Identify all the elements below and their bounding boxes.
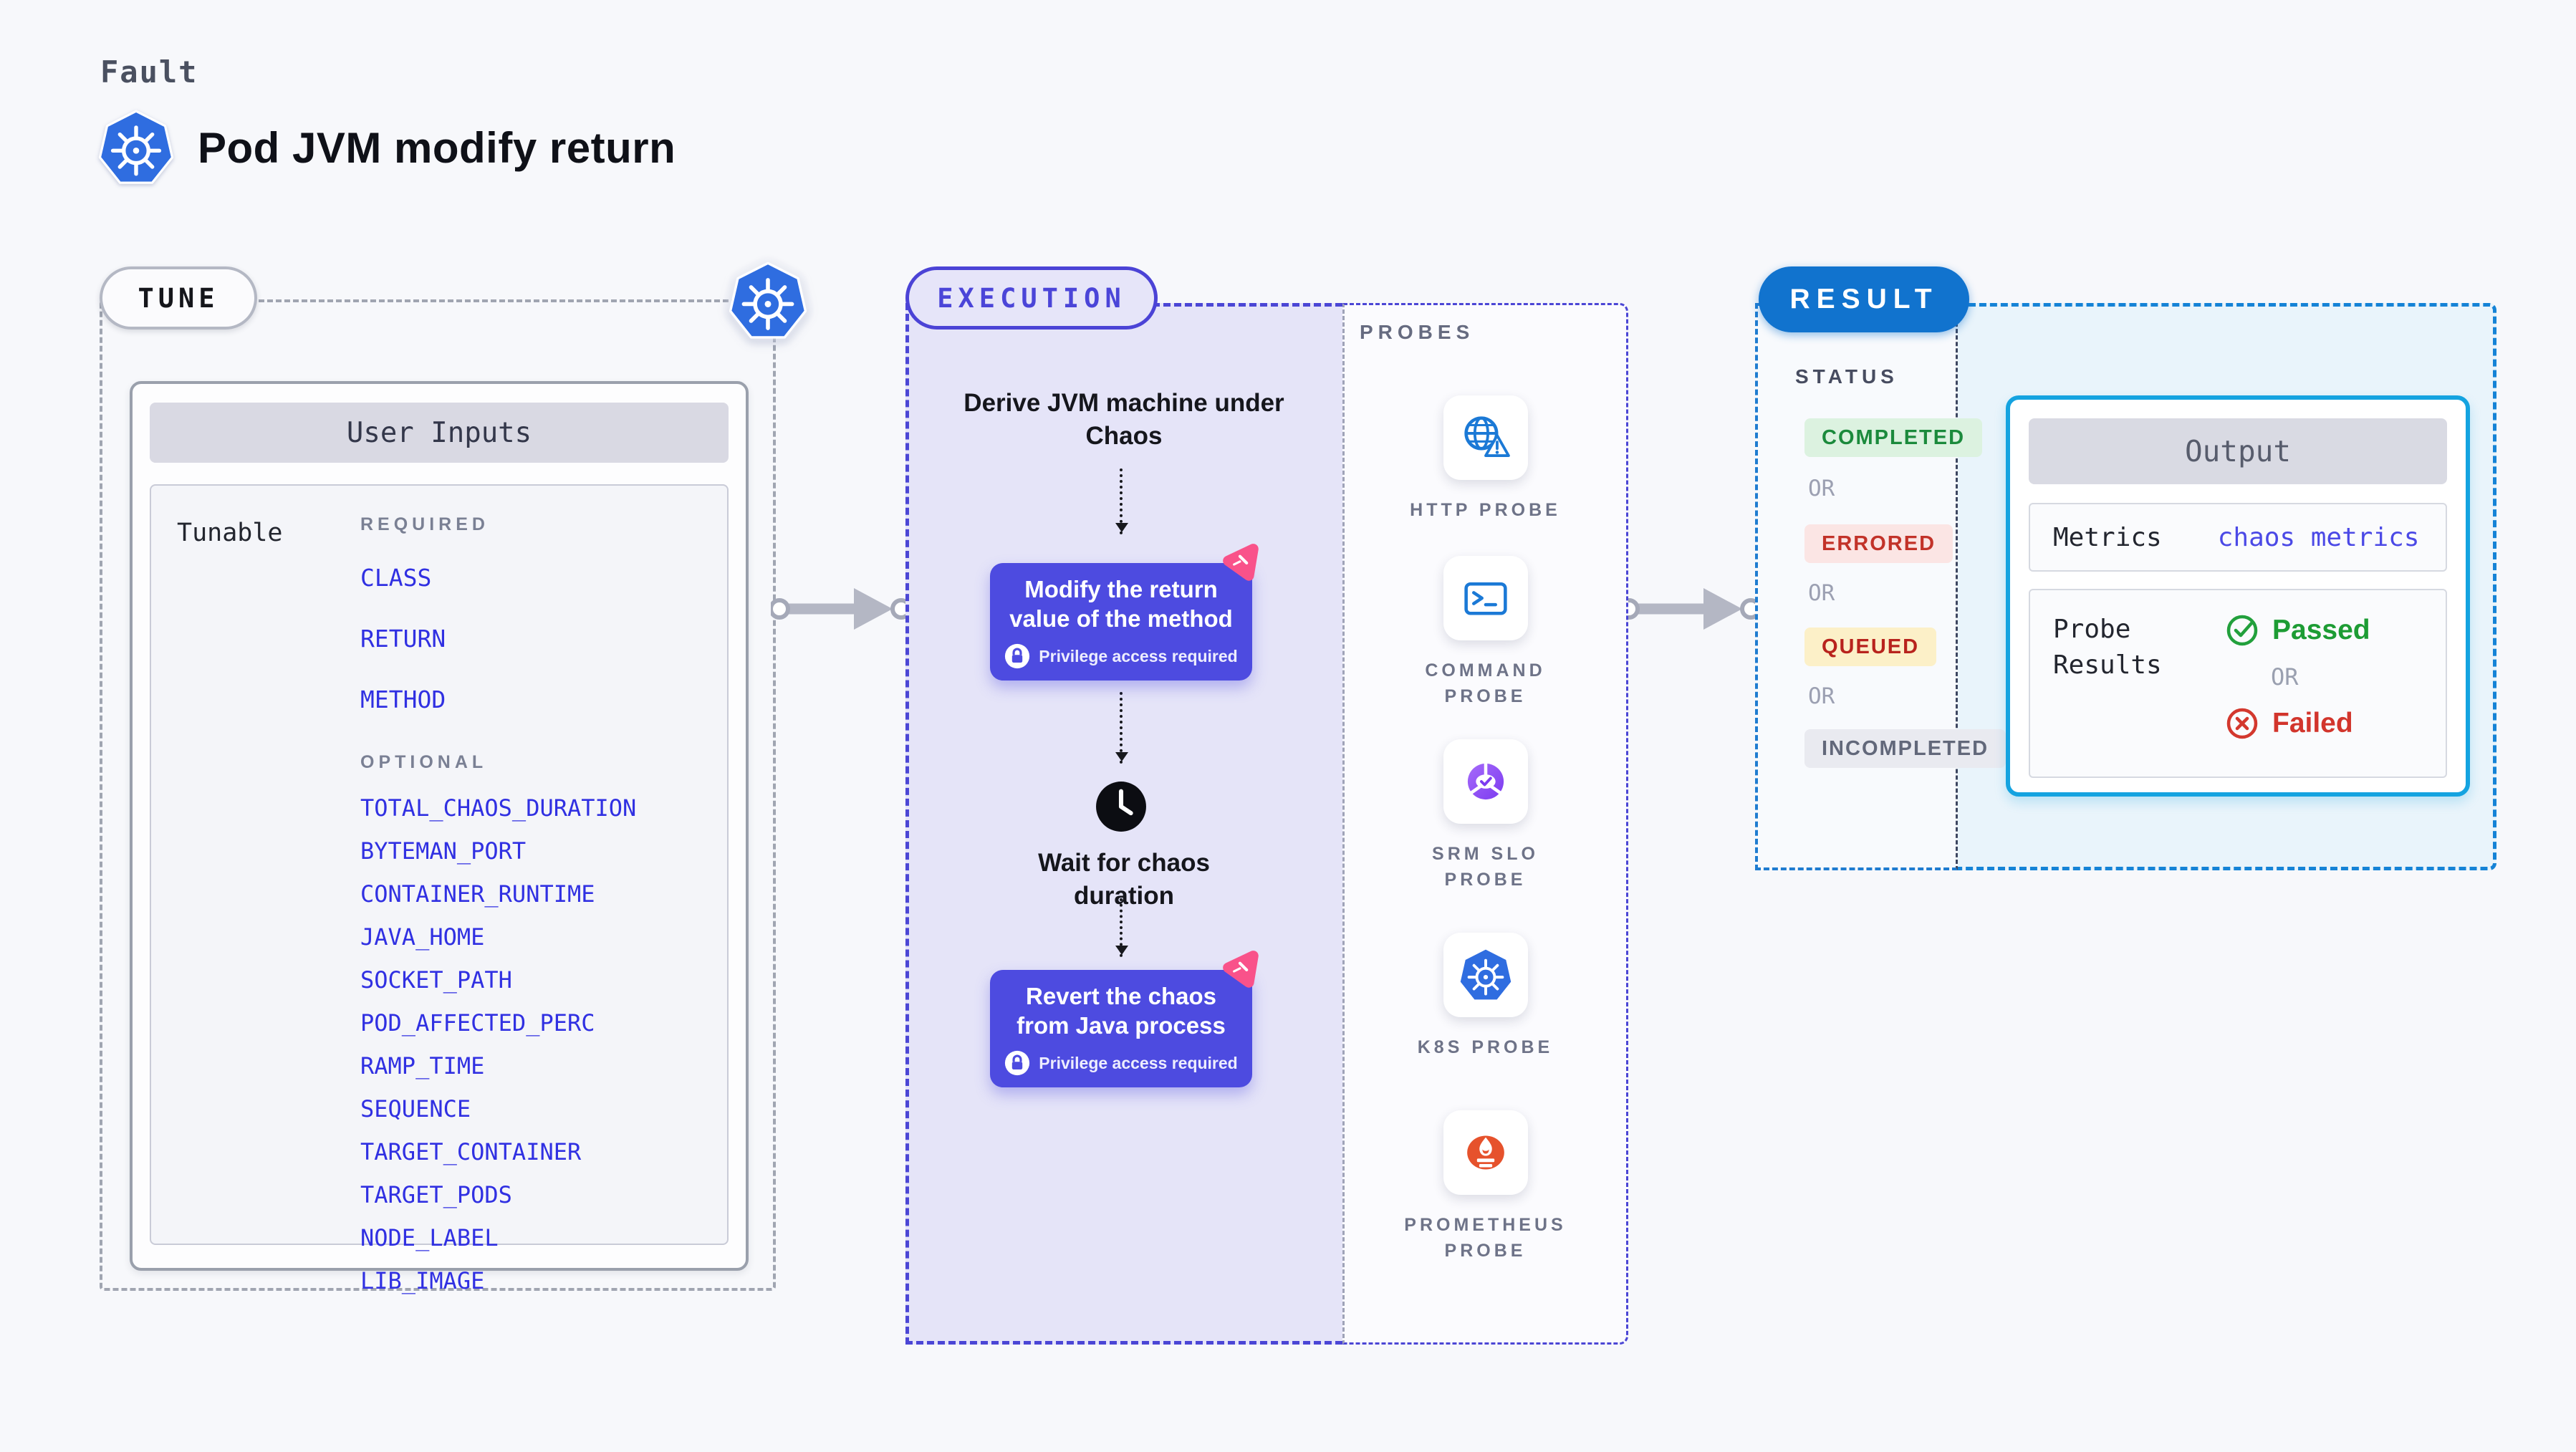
status-label: STATUS [1795,365,1898,388]
clock-icon [1094,779,1148,834]
or-label: OR [1808,580,1835,606]
chaos-badge-icon [1223,951,1259,988]
command-probe-icon [1464,582,1507,615]
privilege-note: Privilege access required [1039,646,1238,665]
flow-arrow-down [1115,468,1128,534]
tunable-link[interactable]: RAMP_TIME [360,1052,485,1080]
command-probe-card [1443,556,1528,640]
probes-label: PROBES [1360,321,1475,343]
tunable-link[interactable]: METHOD [360,686,446,713]
chaos-badge-icon [1223,544,1259,581]
probe-item: COMMAND PROBE [1342,556,1628,710]
probe-results-row: Probe Results Passed OR Failed [2029,589,2447,778]
tunable-link[interactable]: CONTAINER_RUNTIME [360,880,595,908]
revert-chaos-step: Revert the chaos from Java process Privi… [990,951,1259,1087]
tunables-column: REQUIRED CLASS RETURN METHOD OPTIONAL TO… [360,514,719,1310]
user-inputs-header: User Inputs [150,403,729,463]
tunable-link[interactable]: TARGET_PODS [360,1181,512,1208]
probe-item: SRM SLO PROBE [1342,739,1628,893]
metrics-label: Metrics [2053,522,2162,552]
probe-item: K8S PROBE [1342,933,1628,1060]
execution-badge: EXECUTION [905,266,1158,330]
or-label: OR [1808,476,1835,501]
probes-to-result-arrow [1620,588,1761,630]
probe-label: SRM SLO PROBE [1432,844,1539,890]
derive-step-label: Derive JVM machine under Chaos [963,389,1284,450]
or-label: OR [1808,683,1835,709]
tunable-link[interactable]: SOCKET_PATH [360,966,512,994]
privilege-note: Privilege access required [1039,1053,1238,1072]
revert-chaos-label: Revert the chaos from Java process [1017,982,1226,1039]
status-badge-errored: ERRORED [1804,524,1953,563]
passed-check-icon [2226,615,2258,646]
user-inputs-card: User Inputs Tunable REQUIRED CLASS RETUR… [130,381,749,1294]
srm-slo-probe-card [1443,739,1528,824]
failed-x-icon [2226,708,2258,739]
output-header: Output [2029,418,2447,484]
kubernetes-icon [728,261,808,341]
tunable-link[interactable]: JAVA_HOME [360,923,485,951]
lock-icon [1005,1051,1030,1076]
status-badge-incompleted: INCOMPLETED [1804,729,2007,768]
probe-label: HTTP PROBE [1410,500,1561,520]
page-title: Pod JVM modify return [198,123,676,172]
probe-item: HTTP PROBE [1342,395,1628,523]
tunable-link[interactable]: RETURN [360,625,446,653]
probe-results-label: Probe Results [2053,615,2162,681]
probe-label: COMMAND PROBE [1425,660,1546,707]
status-badge-queued: QUEUED [1804,628,1937,666]
output-card: Output Metrics chaos metrics Probe Resul… [2006,395,2470,797]
http-probe-icon [1464,416,1510,457]
tunable-link[interactable]: TARGET_CONTAINER [360,1138,582,1165]
failed-label: Failed [2272,708,2353,739]
tunable-link[interactable]: LIB_IMAGE [360,1267,485,1294]
result-status-panel [1755,303,1958,870]
tunable-row-label: Tunable [177,519,283,547]
lock-icon [1005,644,1030,669]
or-label: OR [2271,663,2299,691]
tunable-link[interactable]: SEQUENCE [360,1095,471,1122]
probe-item: PROMETHEUS PROBE [1342,1110,1628,1264]
tunable-link[interactable]: TOTAL_CHAOS_DURATION [360,794,637,822]
status-badge-completed: COMPLETED [1804,418,1983,457]
tunable-link[interactable]: CLASS [360,564,432,592]
srm-slo-probe-icon [1467,763,1504,800]
metrics-row: Metrics chaos metrics [2029,503,2447,572]
tune-to-execution-arrow [771,588,911,630]
prometheus-probe-card [1443,1110,1528,1195]
tunable-link[interactable]: POD_AFFECTED_PERC [360,1009,595,1037]
flow-arrow-down [1115,692,1128,764]
flow-arrow-down [1115,898,1128,957]
user-inputs-list: Tunable REQUIRED CLASS RETURN METHOD OPT… [150,484,729,1294]
k8s-probe-icon [1458,947,1514,1003]
tune-section [100,299,776,1291]
fault-eyebrow: Fault [100,54,198,90]
tunable-link[interactable]: BYTEMAN_PORT [360,837,527,865]
probe-label: K8S PROBE [1417,1037,1554,1057]
chaos-metrics-link[interactable]: chaos metrics [2217,522,2420,552]
prometheus-probe-icon [1466,1135,1504,1170]
modify-return-label: Modify the return value of the method [1009,575,1233,632]
probe-label: PROMETHEUS PROBE [1404,1215,1567,1261]
optional-group-label: OPTIONAL [360,752,488,772]
required-group-label: REQUIRED [360,514,489,534]
result-badge: RESULT [1759,266,1969,332]
passed-label: Passed [2272,615,2370,645]
page-header: Pod JVM modify return [97,109,676,186]
http-probe-card [1443,395,1528,480]
tune-badge: TUNE [100,266,257,330]
wait-step-label: Wait for chaos duration [1038,849,1210,910]
kubernetes-icon [97,109,175,186]
k8s-probe-card [1443,933,1528,1017]
modify-return-step: Modify the return value of the method Pr… [990,544,1259,681]
tunable-link[interactable]: NODE_LABEL [360,1224,499,1251]
